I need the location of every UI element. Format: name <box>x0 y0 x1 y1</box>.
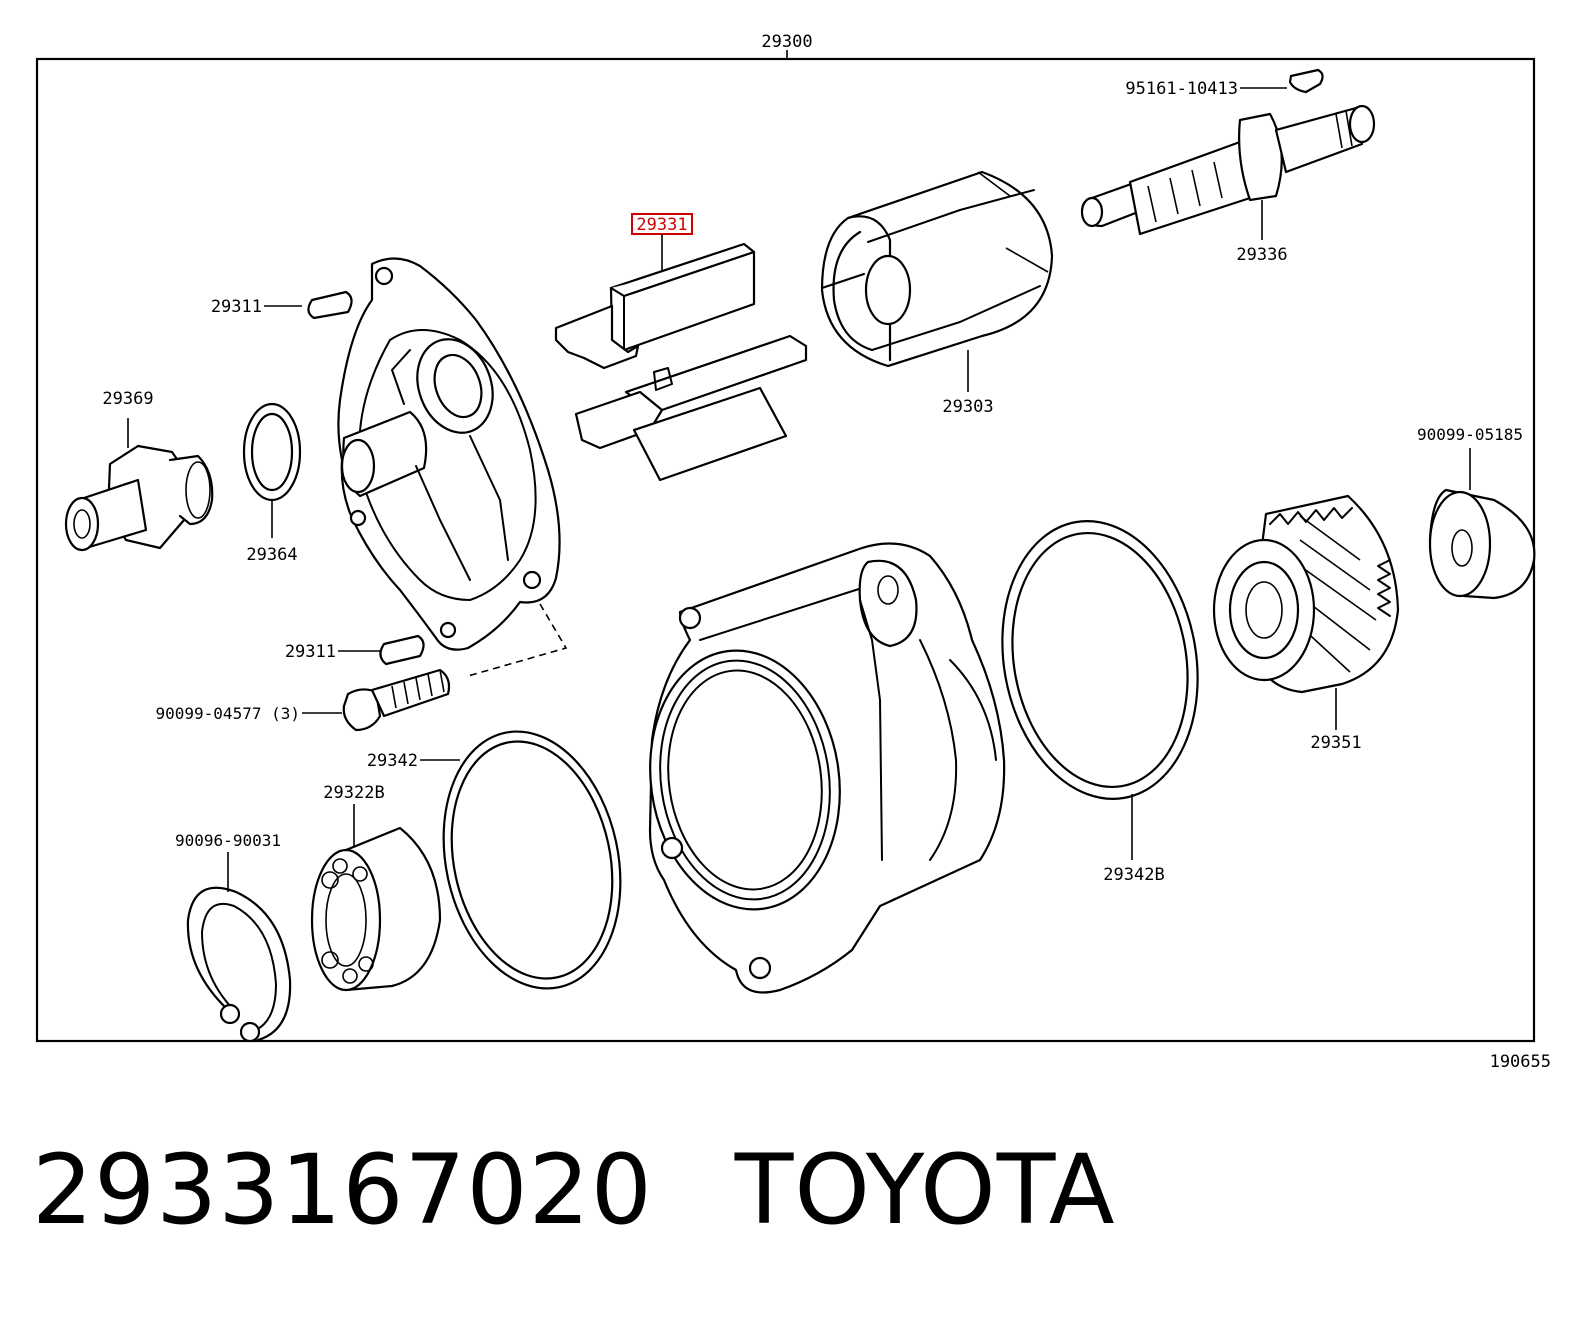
part-number: 2933167020 <box>32 1134 653 1246</box>
label-29351[interactable]: 29351 <box>1310 733 1361 753</box>
part-oring-large-drawing <box>442 730 622 990</box>
label-95161-10413[interactable]: 95161-10413 <box>1125 79 1238 99</box>
part-shaft-drawing <box>1080 104 1376 236</box>
label-29311-lower[interactable]: 29311 <box>285 642 336 662</box>
parts-diagram: 29300 190655 95161-10413 29336 29303 <box>35 32 1551 1072</box>
label-29300: 29300 <box>761 32 812 52</box>
part-caption: 2933167020 TOYOTA <box>32 1130 1116 1250</box>
part-bearing-drawing <box>310 826 442 992</box>
part-bushing-drawing <box>1428 488 1536 600</box>
label-29342b[interactable]: 29342B <box>1103 865 1164 885</box>
label-29336[interactable]: 29336 <box>1236 245 1287 265</box>
part-oring-small-drawing <box>242 402 302 502</box>
label-29322b[interactable]: 29322B <box>323 783 384 803</box>
part-end-frame-drawing <box>337 257 561 651</box>
part-housing-drawing <box>648 542 1006 994</box>
part-oring-b-drawing <box>1001 520 1199 800</box>
label-29342[interactable]: 29342 <box>367 751 418 771</box>
part-snap-ring-drawing <box>186 886 292 1043</box>
part-bolt-drawing <box>342 668 451 732</box>
label-90099-04577[interactable]: 90099-04577 (3) <box>156 704 301 723</box>
part-plug-drawing <box>64 418 214 552</box>
brand-name: TOYOTA <box>734 1134 1116 1246</box>
part-key-drawing <box>1288 68 1324 94</box>
label-90099-05185[interactable]: 90099-05185 <box>1417 425 1523 444</box>
part-brush-holder-drawing <box>554 242 808 482</box>
label-29303[interactable]: 29303 <box>942 397 993 417</box>
part-pin-upper-drawing <box>307 290 353 320</box>
part-pin-lower-drawing <box>379 634 425 666</box>
part-yoke-drawing <box>820 170 1054 368</box>
part-gear-drawing <box>1212 494 1400 694</box>
label-29369[interactable]: 29369 <box>102 389 153 409</box>
label-29311-upper[interactable]: 29311 <box>211 297 262 317</box>
sheet-number: 190655 <box>1490 1052 1551 1072</box>
label-90096-90031[interactable]: 90096-90031 <box>175 831 281 850</box>
label-29364[interactable]: 29364 <box>246 545 297 565</box>
label-29331[interactable]: 29331 <box>636 215 687 235</box>
